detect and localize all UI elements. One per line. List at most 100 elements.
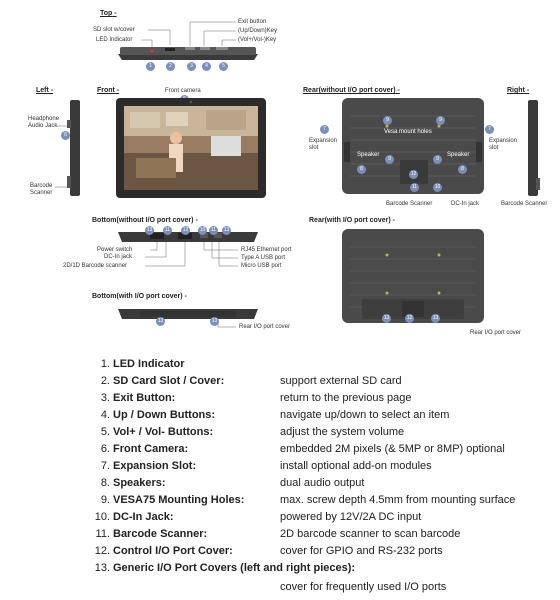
callout-rear-io-cover-1: Rear I/O port cover	[470, 330, 522, 336]
badge-rearwith-13b: 13	[431, 314, 440, 323]
badge-1: 1	[146, 62, 155, 71]
spec-name: LED Indicator	[113, 358, 185, 370]
callout-usb-a: Type A USB port	[241, 255, 286, 261]
spec-name: Generic I/O Port Covers (left and right …	[113, 562, 356, 574]
spec-name: VESA75 Mounting Holes:	[113, 494, 245, 506]
bottom-view-with-drawing	[118, 309, 258, 328]
badge-3: 3	[187, 62, 196, 71]
spec-num: 7.	[100, 460, 110, 472]
badge-rear-11: 11	[410, 183, 419, 192]
spec-name: Up / Down Buttons:	[113, 409, 216, 421]
rear-view-without-drawing	[342, 98, 484, 194]
spec-desc: support external SD card	[280, 375, 402, 387]
spec-row: 8. Speakers: dual audio output	[0, 477, 560, 493]
section-front: Front -	[97, 87, 120, 94]
badge-rear-9a: 9	[383, 116, 392, 125]
badge-rear-8a: 8	[357, 165, 366, 174]
section-rear-without: Rear(without I/O port cover) -	[303, 87, 400, 94]
spec-num: 12.	[94, 545, 110, 557]
callout-expansion-l-2: slot	[309, 145, 319, 151]
section-rear-with-label: Rear(with I/O port cover)	[309, 217, 391, 224]
spec-num: 3.	[100, 392, 110, 404]
section-top-label: Top	[100, 10, 113, 17]
badge-5: 5	[219, 62, 228, 71]
callout-led: LED Indicator	[96, 37, 133, 43]
badge-4: 4	[202, 62, 211, 71]
callout-headphone: Headphone	[28, 116, 60, 122]
spec-num: 1.	[100, 358, 110, 370]
top-view-drawing	[118, 21, 258, 60]
spec-num: 8.	[100, 477, 110, 489]
section-front-label: Front	[97, 87, 115, 94]
callout-up-down: (Up/Down)Key	[238, 28, 278, 34]
callout-front-camera: Front camera	[165, 88, 201, 94]
spec-row: 3. Exit Button: return to the previous p…	[0, 392, 560, 408]
spec-13-continuation: cover for frequently used I/O ports	[280, 581, 447, 593]
rear-view-with-drawing	[342, 229, 484, 323]
callout-barcode-left: Barcode	[30, 183, 53, 189]
spec-row: 12. Control I/O Port Cover: cover for GP…	[0, 545, 560, 561]
spec-name: Vol+ / Vol- Buttons:	[113, 426, 214, 438]
badge-rear-9d: 9	[433, 155, 442, 164]
badge-rear-9c: 9	[385, 155, 394, 164]
spec-row: 4. Up / Down Buttons: navigate up/down t…	[0, 409, 560, 425]
badge-bottomwith-13b: 13	[210, 317, 219, 326]
spec-name: Exit Button:	[113, 392, 176, 404]
callout-rear-barcode: Barcode Scanner	[386, 201, 433, 207]
section-bottom-without: Bottom(without I/O port cover) -	[92, 217, 198, 224]
spec-row: 1. LED Indicator	[0, 358, 560, 374]
callout-rj45: RJ45 Ethernet port	[241, 247, 292, 253]
spec-desc: navigate up/down to select an item	[280, 409, 450, 421]
badge-rear-7b: 7	[485, 125, 494, 134]
left-view-drawing	[55, 100, 80, 196]
badge-rear-8b: 8	[458, 165, 467, 174]
callout-barcode-2d: 2D/1D Barcode scanner	[63, 263, 128, 269]
badge-bottom-11: 11	[163, 226, 172, 235]
spec-name: SD Card Slot / Cover:	[113, 375, 225, 387]
callout-vol: (Vol+/Vol-)Key	[238, 37, 277, 43]
spec-row: 2. SD Card Slot / Cover: support externa…	[0, 375, 560, 391]
section-bottom-with-label: Bottom(with I/O port cover)	[92, 293, 183, 300]
badge-rear-7a: 7	[320, 125, 329, 134]
badge-bottomwith-13a: 13	[156, 317, 165, 326]
right-view-drawing	[528, 100, 540, 196]
callout-rear-io-cover-2: Rear I/O port cover	[239, 324, 291, 330]
spec-num: 11.	[95, 528, 110, 540]
spec-num: 5.	[100, 426, 110, 438]
spec-num: 10.	[94, 511, 110, 523]
badge-bottom-13a: 13	[145, 226, 154, 235]
section-right-label: Right	[507, 87, 525, 94]
spec-name: DC-In Jack:	[113, 511, 174, 523]
callout-right-barcode: Barcode Scanner	[501, 201, 548, 207]
spec-row: 6. Front Camera: embedded 2M pixels (& 5…	[0, 443, 560, 459]
callout-expansion-r-2: slot	[489, 145, 499, 151]
spec-row: 7. Expansion Slot: install optional add-…	[0, 460, 560, 476]
bottom-view-without-drawing	[118, 232, 258, 267]
callout-exit-button: Exit button	[238, 19, 267, 25]
callout-speaker-l: Speaker	[357, 152, 380, 158]
callout-expansion-l: Expansion	[309, 138, 338, 144]
spec-row: 13. Generic I/O Port Covers (left and ri…	[0, 562, 560, 578]
badge-left-6: 6	[61, 131, 70, 140]
callout-vesa: Vesa mount holes	[384, 129, 432, 135]
spec-num: 13.	[94, 562, 110, 574]
callout-barcode-left-2: Scanner	[30, 190, 53, 196]
callout-dc-in: DC-In jack	[104, 254, 133, 260]
spec-num: 9.	[100, 494, 110, 506]
spec-row: 10. DC-In Jack: powered by 12V/2A DC inp…	[0, 511, 560, 527]
badge-rear-12: 12	[409, 170, 418, 179]
spec-desc: adjust the system volume	[280, 426, 405, 438]
section-rear-without-label: Rear(without I/O port cover)	[303, 87, 396, 94]
badge-bottom-12: 12	[181, 226, 190, 235]
section-top: Top -	[100, 10, 117, 17]
section-left: Left -	[36, 87, 54, 94]
spec-desc: cover for GPIO and RS-232 ports	[280, 545, 443, 557]
badge-rear-10: 10	[433, 183, 442, 192]
spec-desc: max. screw depth 4.5mm from mounting sur…	[280, 494, 516, 506]
callout-expansion-r: Expansion	[489, 138, 518, 144]
section-left-label: Left	[36, 87, 49, 94]
spec-desc: install optional add-on modules	[280, 460, 432, 472]
spec-name: Expansion Slot:	[113, 460, 197, 472]
spec-num: 4.	[100, 409, 110, 421]
front-view-drawing	[116, 98, 266, 198]
